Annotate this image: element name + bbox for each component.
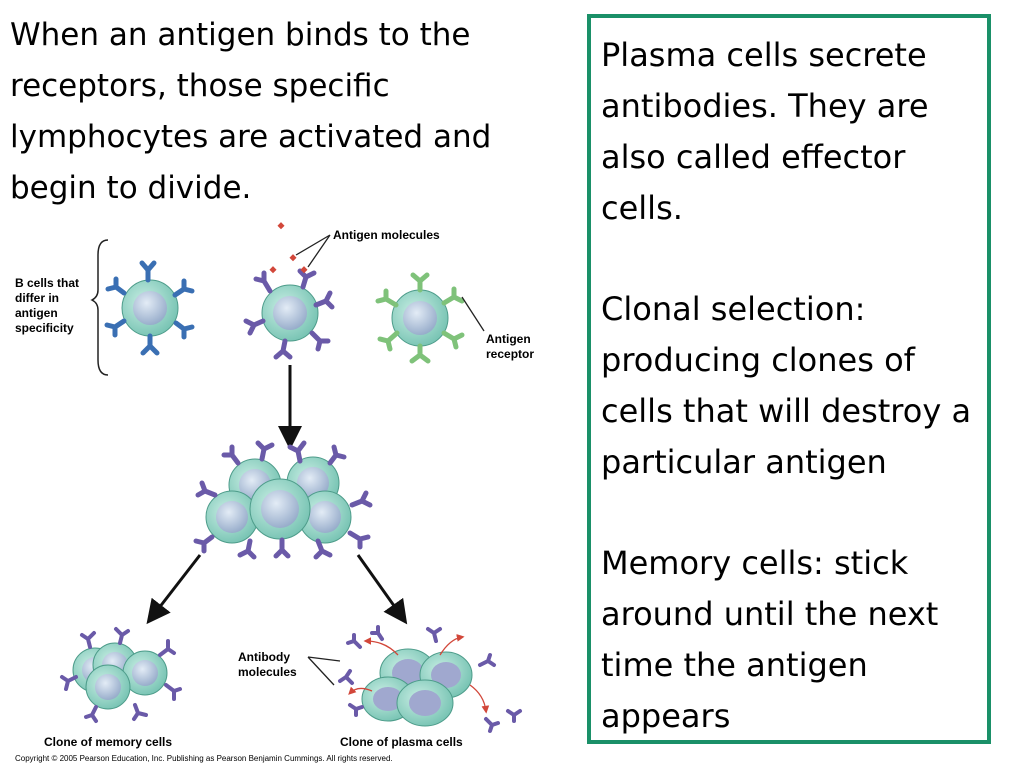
b-cells-label: B cells that differ in antigen specifici… bbox=[15, 276, 79, 335]
b-cell-purple bbox=[243, 268, 335, 360]
arrow-to-plasma bbox=[356, 554, 408, 625]
activated-cell-cluster bbox=[193, 440, 373, 560]
arrow-to-memory bbox=[146, 554, 202, 625]
clone-memory-label: Clone of memory cells bbox=[44, 735, 172, 749]
clone-plasma-label: Clone of plasma cells bbox=[340, 735, 463, 749]
b-cell-green bbox=[375, 272, 465, 364]
svg-text:B cells that: B cells that bbox=[15, 276, 79, 290]
antibody-label: Antibody bbox=[238, 650, 290, 664]
memory-cell-clone bbox=[60, 627, 182, 723]
b-cell-blue bbox=[104, 260, 195, 356]
plasma-cell-clone bbox=[338, 625, 522, 733]
info-box: Plasma cells secrete antibodies. They ar… bbox=[587, 14, 991, 744]
plasma-cells-paragraph: Plasma cells secrete antibodies. They ar… bbox=[601, 36, 929, 227]
clonal-selection-figure: B cells that differ in antigen specifici… bbox=[0, 215, 560, 768]
antigen-molecules bbox=[269, 222, 308, 274]
clonal-selection-paragraph: Clonal selection: producing clones of ce… bbox=[601, 290, 972, 481]
antigen-molecules-label: Antigen molecules bbox=[333, 228, 440, 242]
antigen-receptor-label: Antigen bbox=[486, 332, 531, 346]
svg-text:specificity: specificity bbox=[15, 321, 74, 335]
antibody-label-2: molecules bbox=[238, 665, 297, 679]
intro-text: When an antigen binds to the receptors, … bbox=[10, 17, 492, 206]
antigen-receptor-label-2: receptor bbox=[486, 347, 534, 361]
memory-cells-paragraph: Memory cells: stick around until the nex… bbox=[601, 544, 939, 735]
antibody-pointer bbox=[307, 656, 341, 686]
svg-text:differ in: differ in bbox=[15, 291, 59, 305]
bracket bbox=[90, 239, 109, 376]
receptor-pointer bbox=[461, 296, 485, 332]
copyright-text: Copyright © 2005 Pearson Education, Inc.… bbox=[15, 754, 393, 763]
svg-text:antigen: antigen bbox=[15, 306, 58, 320]
antigen-pointer bbox=[295, 234, 331, 268]
